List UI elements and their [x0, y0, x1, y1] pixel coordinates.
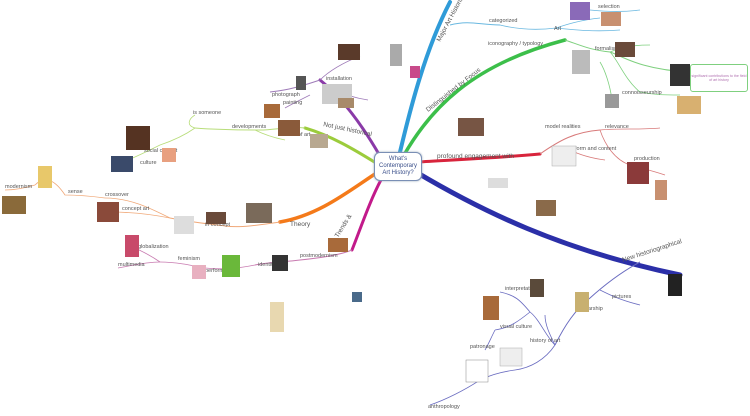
thumbnail-image[interactable] — [126, 126, 150, 150]
thumbnail-image[interactable] — [465, 359, 489, 383]
thumbnail-image[interactable] — [536, 200, 556, 216]
thumbnail-image[interactable] — [2, 196, 26, 214]
thumbnail-image[interactable] — [655, 180, 667, 200]
thumbnail-image[interactable] — [174, 216, 194, 234]
thumbnail-image[interactable] — [352, 292, 362, 302]
thumbnail-image[interactable] — [570, 2, 590, 20]
thumbnail-image[interactable] — [338, 98, 354, 108]
label-theory: Theory — [290, 221, 311, 228]
label-painting: painting — [283, 100, 302, 106]
branch-theory[interactable] — [278, 170, 380, 224]
label-not-just-historical: Not just historical — [323, 121, 373, 138]
thumbnail-image[interactable] — [125, 235, 139, 257]
thumbnail-image[interactable] — [328, 238, 348, 252]
label-iconography: iconography / typology — [488, 41, 543, 47]
label-social-context: social context — [144, 148, 178, 154]
label-trends: Trends & — [334, 213, 354, 239]
thumbnail-image[interactable] — [530, 279, 544, 297]
label-history-of-art: history of art — [530, 338, 561, 344]
label-concept-art: concept art — [122, 206, 150, 212]
branch-distinguished-by[interactable] — [402, 38, 567, 157]
thumbnail-image[interactable] — [615, 42, 635, 57]
thumbnail-image[interactable] — [668, 274, 682, 296]
label-identity: identity — [258, 262, 276, 268]
thumbnail-image[interactable] — [601, 12, 621, 26]
label-globalization: globalization — [138, 244, 169, 250]
label-culture: culture — [140, 160, 157, 166]
label-sense: sense — [68, 189, 83, 195]
thumbnail-image[interactable] — [222, 255, 240, 277]
thumbnail-image[interactable] — [488, 178, 508, 188]
thumbnail-image[interactable] — [192, 265, 206, 279]
central-topic[interactable]: What's Contemporary Art History? — [374, 152, 422, 181]
thumbnail-image[interactable] — [264, 104, 280, 118]
thumbnail-image[interactable] — [677, 96, 701, 114]
thumbnail-image[interactable] — [572, 50, 590, 74]
thumbnail-image[interactable] — [272, 255, 288, 271]
label-installation: installation — [326, 76, 352, 82]
label-formalism: formalism — [595, 46, 619, 52]
branch-trends[interactable] — [350, 176, 384, 252]
thumbnail-image[interactable] — [97, 202, 119, 222]
thumbnail-image[interactable] — [38, 166, 52, 188]
label-is-someone: is someone — [193, 110, 221, 116]
label-photograph: photograph — [272, 92, 300, 98]
label-profound-engagement: profound engagement with — [437, 153, 514, 160]
thumbnail-image[interactable] — [310, 134, 328, 148]
label-the-selection: selection — [598, 4, 620, 10]
branch-new-historiographical[interactable] — [413, 169, 683, 278]
label-visual-culture: visual culture — [500, 324, 532, 330]
thumbnail-image[interactable] — [551, 145, 577, 167]
label-connoisseurship: connoisseurship — [622, 90, 662, 96]
label-in-concept: in concept — [205, 222, 231, 228]
thumbnail-image[interactable] — [458, 118, 484, 136]
thumbnail-image[interactable] — [670, 64, 690, 86]
label-modernism: modernism — [5, 184, 33, 190]
note-text: significant contributions to the field o… — [691, 74, 747, 82]
label-categorized: categorized — [489, 18, 517, 24]
thumbnail-image[interactable] — [627, 162, 649, 184]
thumbnail-image[interactable] — [605, 94, 619, 108]
label-developments: developments — [232, 124, 266, 130]
label-feminism: feminism — [178, 256, 200, 262]
label-relevance: relevance — [605, 124, 629, 130]
label-art: Art — [554, 26, 562, 32]
thumbnail-image[interactable] — [206, 212, 226, 224]
thumbnail-image[interactable] — [246, 203, 272, 223]
label-anthropology: anthropology — [428, 404, 460, 410]
thumbnail-image[interactable] — [111, 156, 133, 172]
label-new-historiographical: New historiographical — [621, 238, 683, 264]
label-multimedia: multimedia — [118, 262, 146, 268]
thumbnail-image[interactable] — [575, 292, 589, 312]
thumbnail-image[interactable] — [162, 148, 176, 162]
thumbnail-image[interactable] — [390, 44, 402, 66]
label-crossover: crossover — [105, 192, 129, 198]
branch-profound-engagement[interactable] — [416, 152, 542, 164]
thumbnail-image[interactable] — [296, 76, 306, 90]
thumbnail-image[interactable] — [278, 120, 300, 136]
thumbnail-image[interactable] — [270, 302, 284, 332]
central-topic-label: What's Contemporary Art History? — [378, 156, 417, 176]
note-box[interactable]: significant contributions to the field o… — [690, 64, 748, 92]
label-postmodernism: postmodernism — [300, 253, 338, 259]
branch-major-art-historians[interactable] — [398, 0, 452, 154]
label-pictures: pictures — [612, 294, 632, 300]
label-patronage: patronage — [470, 344, 495, 350]
branch-not-just-historical[interactable] — [303, 126, 378, 165]
label-form-content: form and content — [575, 146, 617, 152]
thumbnail-image[interactable] — [338, 44, 360, 60]
thumbnail-image[interactable] — [410, 66, 420, 78]
thumbnail-image[interactable] — [483, 296, 499, 320]
label-interpretation: interpretation — [505, 286, 537, 292]
label-model-realities: model realities — [545, 124, 581, 130]
label-production: production — [634, 156, 660, 162]
thumbnail-image[interactable] — [499, 347, 523, 367]
label-performance: performance — [205, 268, 236, 274]
label-distinguished-by: Distinguished by Focus — [425, 66, 483, 113]
